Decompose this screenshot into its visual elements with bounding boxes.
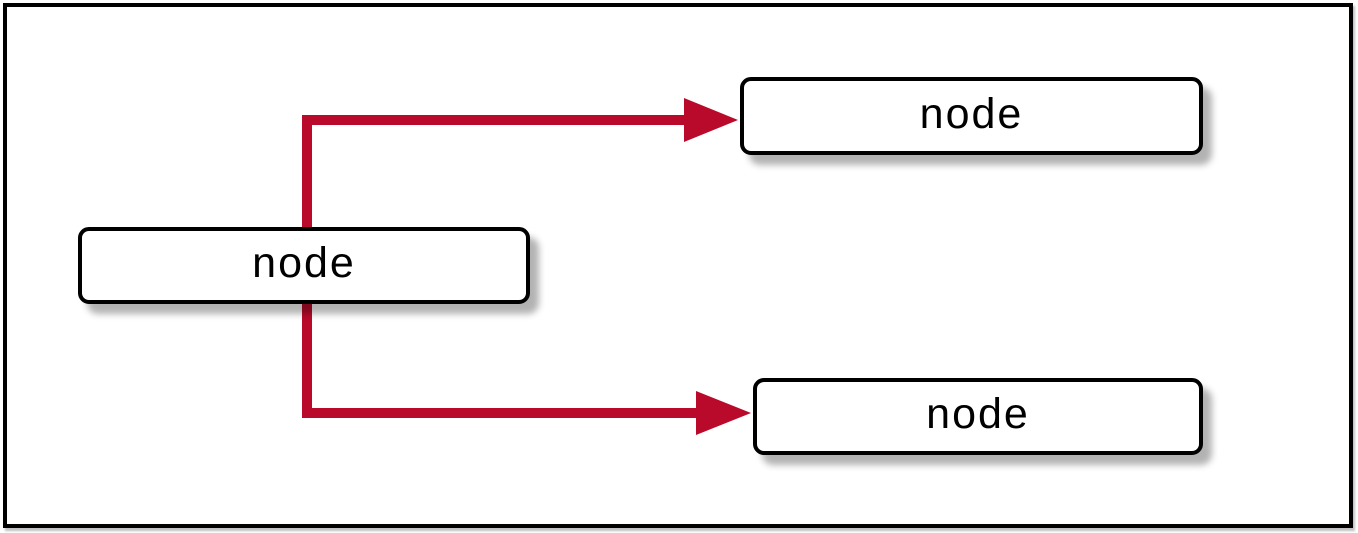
arrowhead-top-icon — [684, 98, 738, 142]
edge-to-bottom — [302, 296, 702, 418]
node-target-bottom: node — [753, 378, 1203, 455]
arrowhead-bottom-icon — [696, 391, 751, 435]
node-source: node — [78, 227, 530, 304]
node-target-top: node — [740, 77, 1203, 155]
edge-to-top — [302, 115, 690, 238]
node-target-bottom-label: node — [926, 390, 1030, 438]
node-source-label: node — [252, 239, 356, 287]
node-target-top-label: node — [919, 89, 1024, 138]
